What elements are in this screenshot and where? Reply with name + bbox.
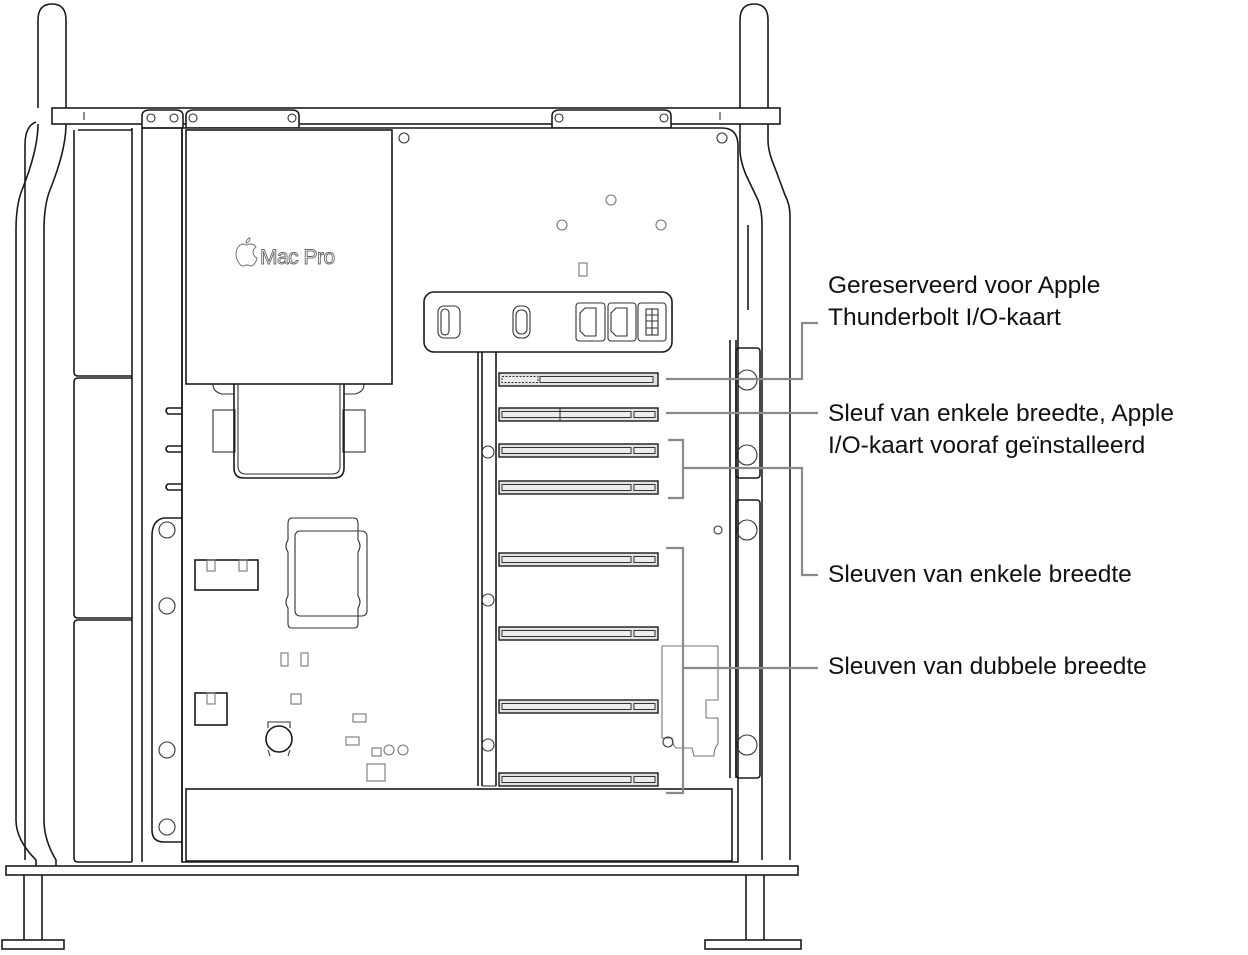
callout-line-double-width [666, 546, 818, 795]
callout-label-apple-io: Sleuf van enkele breedte, Apple I/O-kaar… [828, 398, 1174, 462]
io-panel [423, 291, 673, 353]
cpu-socket [285, 517, 368, 629]
usb-a-port-icon [437, 305, 461, 339]
callout-lines [666, 321, 818, 795]
pcie-slot [498, 372, 659, 387]
top-brackets [141, 109, 672, 129]
pcie-slot [498, 626, 659, 641]
pcie-slot [498, 407, 659, 422]
pcie-slots [498, 372, 659, 787]
callout-label-line: Gereserveerd voor Apple [828, 272, 1101, 299]
pcie-slot [498, 699, 659, 714]
sata-port-icon [575, 302, 606, 342]
callout-label-single-width: Sleuven van enkele breedte [828, 559, 1132, 591]
pcie-slot [498, 443, 659, 458]
pcie-slot [498, 552, 659, 567]
callout-label-line: Sleuf van enkele breedte, Apple [828, 400, 1174, 427]
left-rail-holes [151, 517, 182, 843]
left-bays [73, 128, 143, 863]
pcie-slot [498, 772, 659, 787]
mpx-bay-outline [661, 645, 719, 757]
callout-line-thunderbolt [666, 321, 818, 381]
pcie-slot [498, 480, 659, 495]
power-supply [185, 788, 733, 862]
board-components [194, 194, 667, 782]
callout-label-line: Sleuven van enkele breedte [828, 561, 1132, 588]
left-handle [1, 3, 67, 950]
callout-label-line: Thunderbolt I/O-kaart [828, 304, 1061, 331]
apple-logo-icon [235, 237, 258, 267]
callout-label-thunderbolt: Gereserveerd voor Apple Thunderbolt I/O-… [828, 270, 1100, 334]
callout-label-line: Sleuven van dubbele breedte [828, 653, 1147, 680]
sata-port-icon [607, 302, 637, 342]
callout-line-single-width [668, 438, 818, 577]
bottom-rail [5, 865, 799, 876]
right-handle [704, 3, 802, 950]
heatsink [212, 383, 366, 479]
callout-label-double-width: Sleuven van dubbele breedte [828, 651, 1147, 683]
processor-module: Mac Pro [185, 129, 393, 385]
power-header-icon [637, 302, 667, 342]
usb-c-port-icon [512, 305, 531, 339]
callout-label-line: I/O-kaart vooraf geïnstalleerd [828, 432, 1146, 459]
pcie-rail [477, 352, 497, 787]
brand-label: Mac Pro [260, 246, 335, 269]
